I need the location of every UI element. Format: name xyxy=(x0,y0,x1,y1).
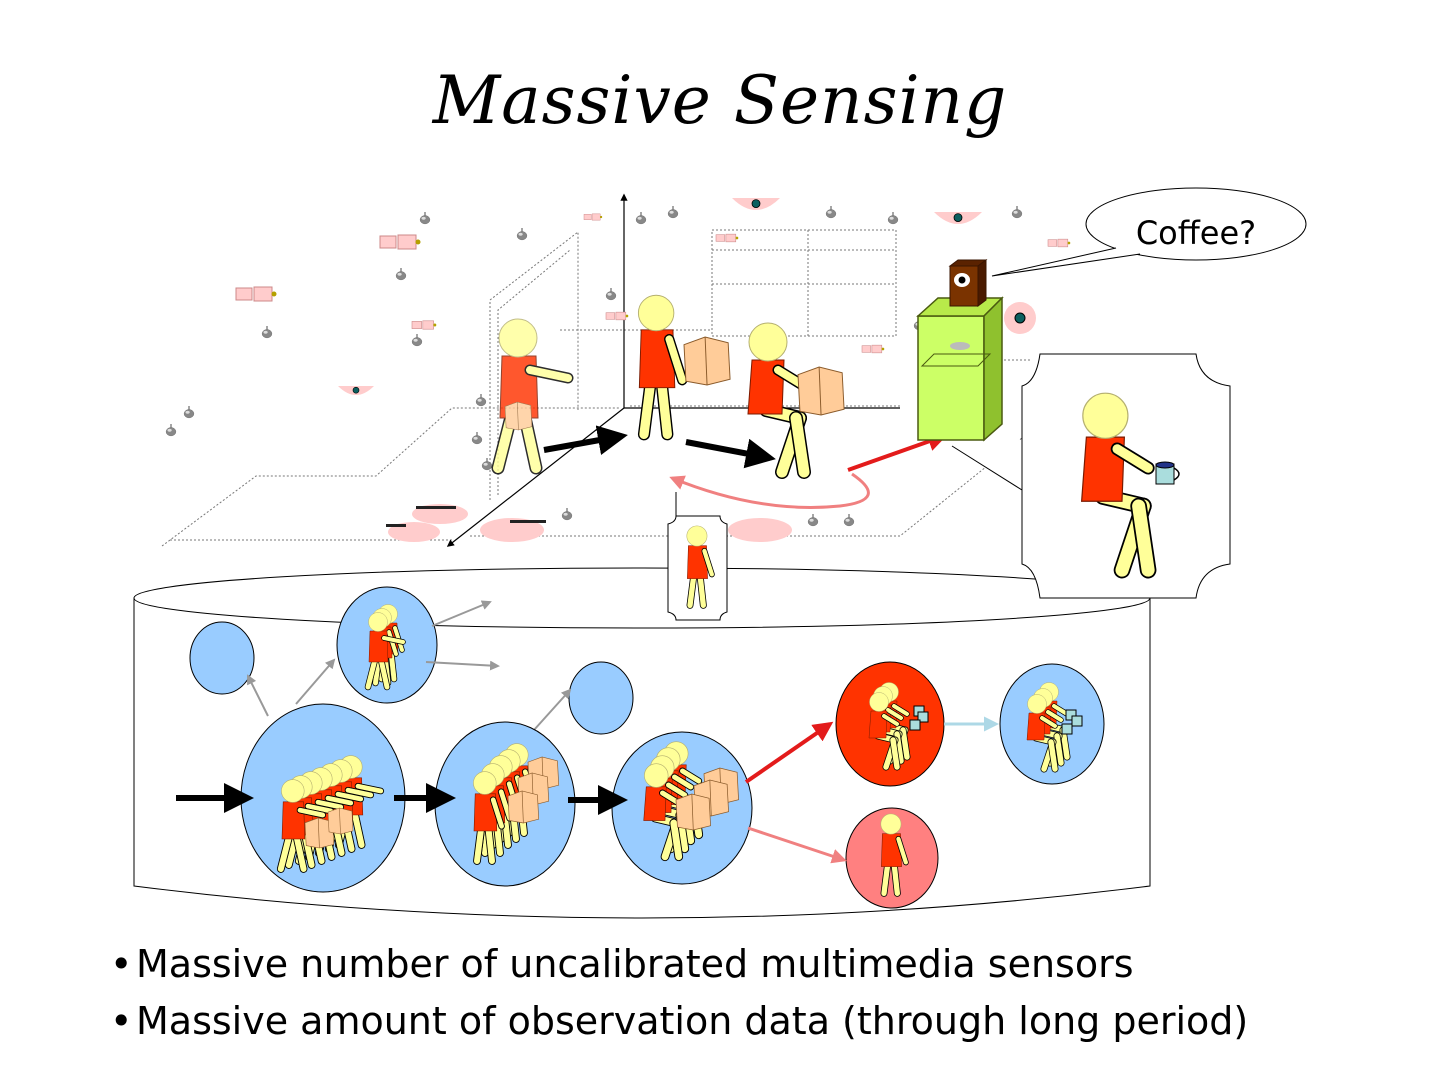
omni-camera-icon xyxy=(933,211,983,225)
microphone-icon xyxy=(843,513,855,527)
microphone-icon xyxy=(635,211,647,225)
cluster-empty xyxy=(568,661,634,735)
omni-camera-icon xyxy=(731,197,781,211)
speech-bubble: Coffee? xyxy=(991,187,1307,277)
microphone-icon xyxy=(395,267,407,281)
microphone-icon xyxy=(165,423,177,437)
microphone-icon xyxy=(807,513,819,527)
return-arrow xyxy=(669,472,870,509)
room-floor xyxy=(161,229,1030,547)
zoom-callout-person xyxy=(667,492,728,621)
camera-icon xyxy=(411,320,437,330)
omni-camera-icon xyxy=(337,385,375,396)
camera-icon xyxy=(235,286,277,302)
bullet-list: Massive number of uncalibrated multimedi… xyxy=(110,936,1410,1050)
microphone-icon xyxy=(887,211,899,225)
speech-bubble-text: Coffee? xyxy=(1136,214,1256,252)
sensor-microphones xyxy=(165,205,1023,527)
person-icon-walking xyxy=(638,295,731,434)
speaker-icon xyxy=(948,259,988,307)
microphone-icon xyxy=(605,287,617,301)
zoom-callout-coffee xyxy=(951,353,1231,599)
camera-icon xyxy=(715,233,739,243)
flow-arrow xyxy=(685,438,776,469)
microphone-icon xyxy=(183,405,195,419)
microphone-icon xyxy=(411,333,423,347)
cluster-coffee xyxy=(999,663,1105,785)
sensor-domes xyxy=(337,197,1036,542)
camera-icon xyxy=(605,311,629,321)
camera-icon xyxy=(583,213,603,221)
microphone-icon xyxy=(419,211,431,225)
cluster-entering xyxy=(240,703,406,893)
person-icon-reading xyxy=(748,323,845,472)
microphone-icon xyxy=(471,431,483,445)
slide-title: Massive Sensing xyxy=(432,62,1008,139)
cluster-coffee-highlight xyxy=(835,661,945,787)
microphone-icon xyxy=(561,507,573,521)
cluster-leaving xyxy=(845,807,939,909)
flow-arrow-highlight xyxy=(847,431,948,472)
microphone-icon xyxy=(516,227,528,241)
cluster-standing xyxy=(434,721,576,887)
microphone-icon xyxy=(667,205,679,219)
cluster-empty xyxy=(189,621,255,695)
coffee-machine-icon xyxy=(916,296,1004,442)
camera-icon xyxy=(861,344,885,354)
microphone-icon xyxy=(261,325,273,339)
microphone-icon xyxy=(825,205,837,219)
cluster-sitting xyxy=(611,731,753,885)
bullet-item: Massive amount of observation data (thro… xyxy=(110,993,1410,1050)
microphone-icon xyxy=(1011,205,1023,219)
camera-icon xyxy=(1047,238,1071,248)
microphone-icon xyxy=(475,393,487,407)
cluster-flow-arrows xyxy=(176,716,999,864)
cluster-small-walking xyxy=(336,586,438,704)
coffee-mug-icon xyxy=(1155,461,1180,485)
camera-icon xyxy=(379,234,421,250)
flow-arrow xyxy=(543,425,628,456)
branch-arrows xyxy=(247,600,572,731)
bullet-item: Massive number of uncalibrated multimedi… xyxy=(110,936,1410,993)
